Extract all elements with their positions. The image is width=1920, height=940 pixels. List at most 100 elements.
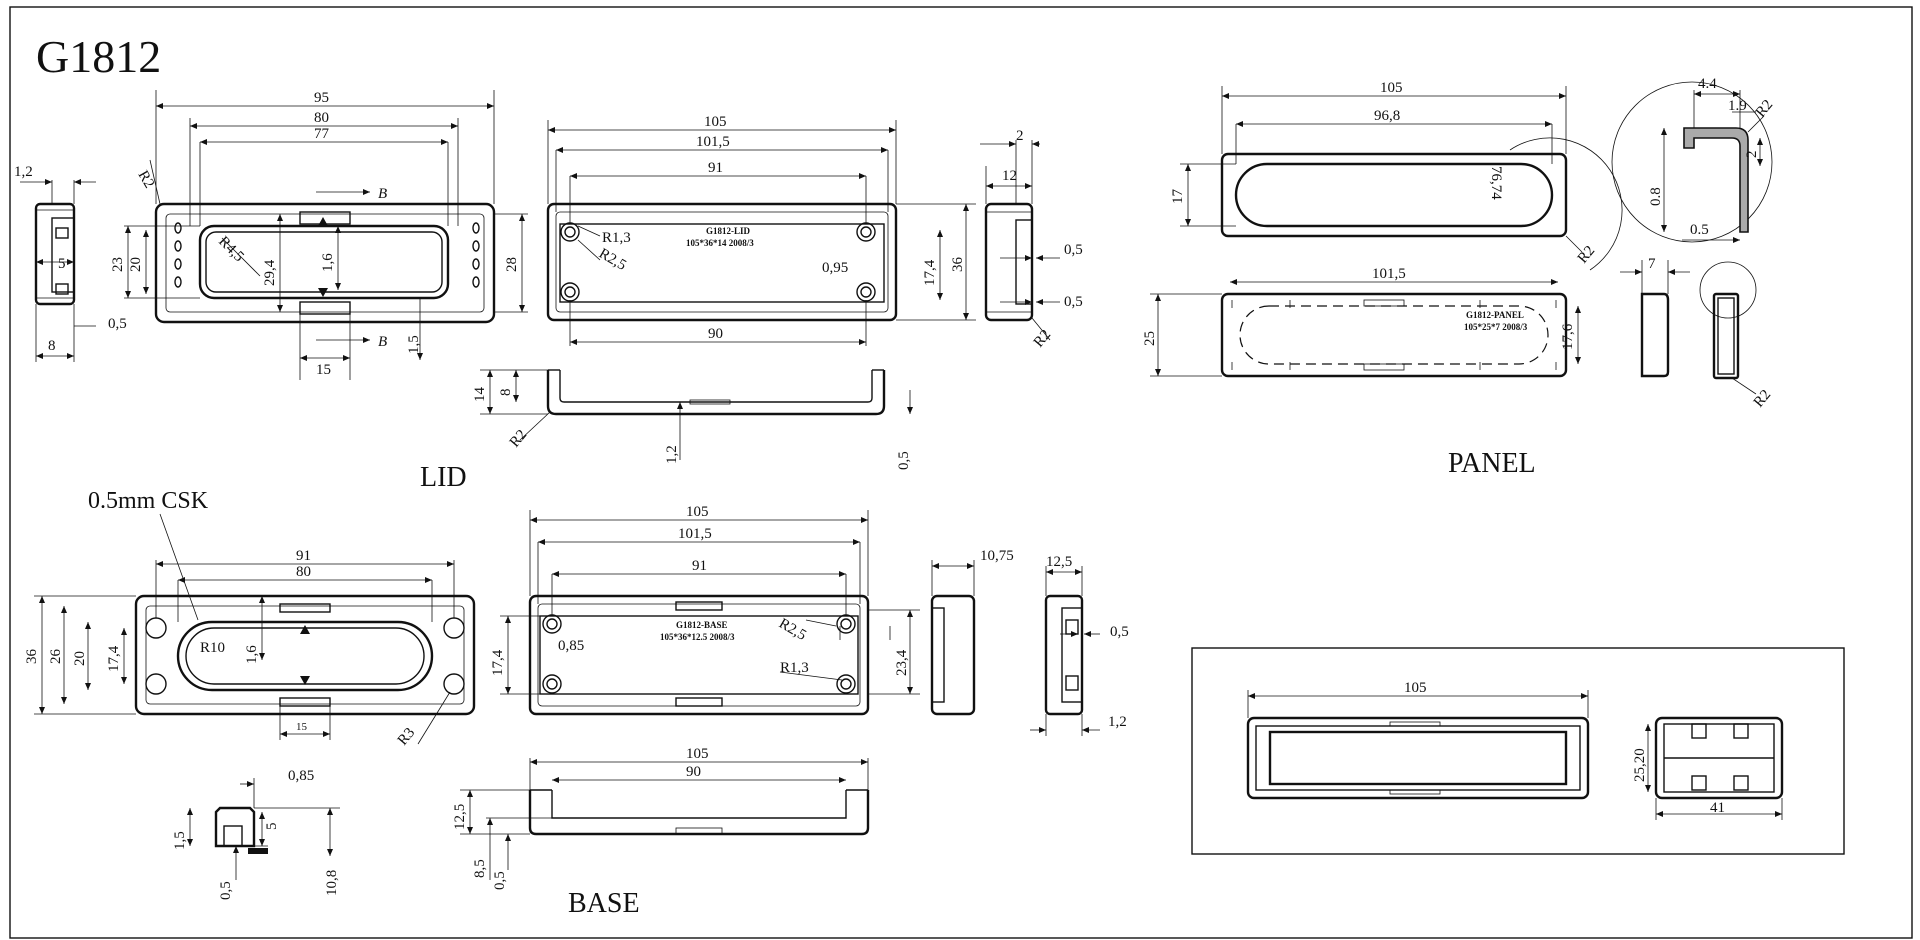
dim-label: 76,74 <box>1488 166 1504 200</box>
lid-side-view: 1,2 5 0,5 8 <box>14 164 127 362</box>
dim-label: 1,2 <box>14 164 33 180</box>
dim-label: 0,5 <box>896 451 912 470</box>
dim-label: 8 <box>498 389 514 397</box>
lid-top-view-2: G1812-LID 105*36*14 2008/3 105 101,5 91 … <box>546 114 976 346</box>
dim-label: 17,4 <box>106 645 122 672</box>
part-label: G1812-PANEL <box>1466 310 1524 320</box>
dim-label: 90 <box>708 326 723 342</box>
dim-label: 7 <box>1648 256 1656 272</box>
dim-label: 96,8 <box>1374 108 1400 124</box>
dim-label: 1,5 <box>406 335 422 354</box>
dim-label: 105 <box>704 114 727 130</box>
dim-label: 77 <box>314 126 330 142</box>
dim-label: 0,5 <box>492 871 508 890</box>
dim-label: 14 <box>472 387 488 403</box>
section-marker: B <box>378 186 387 202</box>
dim-label: 23 <box>110 257 126 272</box>
dim-label: 26 <box>48 649 64 665</box>
dim-label: 8,5 <box>472 859 488 878</box>
sheet-border <box>9 6 1913 939</box>
dim-label: 1,2 <box>664 445 680 464</box>
dim-label: 0,5 <box>1064 242 1083 258</box>
base-top-view: G1812-BASE 105*36*12.5 2008/3 105 101,5 … <box>490 504 920 716</box>
dim-label: 101,5 <box>678 526 712 542</box>
dim-label: 8 <box>48 338 56 354</box>
dim-label: 0.8 <box>1648 187 1664 206</box>
dim-label: 12,5 <box>1046 554 1072 570</box>
dim-label: 12 <box>1002 168 1017 184</box>
dim-label: 91 <box>708 160 723 176</box>
csk-note: 0.5mm CSK <box>88 488 209 514</box>
dim-label: 25 <box>1142 331 1158 346</box>
dim-label: 95 <box>314 90 329 106</box>
dim-label: 80 <box>296 564 311 580</box>
base-section: BASE 0.5mm CSK 91 80 <box>24 488 1129 919</box>
dim-label: 10,8 <box>324 870 340 896</box>
panel-end-detail: R2 <box>1699 261 1775 411</box>
base-clip-detail: 0,85 5 1,5 0,5 10,8 <box>172 768 340 900</box>
dim-label: 20 <box>128 257 144 272</box>
dim-label: 36 <box>950 257 966 273</box>
dim-label: 17,6 <box>1560 323 1576 350</box>
dim-label: R2 <box>1575 243 1599 267</box>
dim-label: R1,3 <box>780 660 809 676</box>
dim-label: 15 <box>316 362 331 378</box>
dim-label: 1,5 <box>172 831 188 850</box>
dim-label: 25,20 <box>1632 748 1648 782</box>
base-bottom-view: 91 80 36 26 20 17,4 R10 1,6 15 R3 <box>24 548 476 749</box>
part-spec: 105*36*14 2008/3 <box>686 238 754 248</box>
lid-end-view: 2 12 0,5 0,5 R2 <box>980 128 1083 351</box>
part-spec: 105*25*7 2008/3 <box>1464 322 1528 332</box>
dim-label: 0,85 <box>288 768 314 784</box>
dim-label: 0,85 <box>558 638 584 654</box>
dim-label: R2 <box>1753 97 1777 121</box>
part-label: G1812-LID <box>706 226 751 236</box>
panel-front-view: 105 96,8 17 76,74 R2 <box>1170 80 1623 271</box>
dim-label: R2 <box>507 427 531 451</box>
dim-label: 105 <box>686 504 709 520</box>
dim-label: 1,2 <box>1108 714 1127 730</box>
dim-label: 91 <box>296 548 311 564</box>
section-label-base: BASE <box>568 888 640 919</box>
dim-label: 2 <box>1016 128 1024 144</box>
lid-top-view: 95 80 77 R2 R4,5 23 20 29,4 1,6 <box>110 90 528 380</box>
dim-label: R4,5 <box>215 234 247 266</box>
base-side-section: 105 90 12,5 8,5 0,5 <box>452 746 870 890</box>
dim-label: 10,75 <box>980 548 1014 564</box>
dim-label: 90 <box>686 764 701 780</box>
dim-label: 15 <box>296 721 308 733</box>
dim-label: R2 <box>135 168 158 191</box>
dim-label: 5 <box>58 256 66 272</box>
dim-label: R2,5 <box>596 246 629 274</box>
dim-label: 1,6 <box>244 645 260 664</box>
assembly-view: 105 25,20 41 <box>1191 647 1845 855</box>
dim-label: 0.5 <box>1690 222 1709 238</box>
assembly-frame <box>1191 647 1845 855</box>
dim-label: 5 <box>264 823 280 831</box>
base-end-view-2: 12,5 0,5 1,2 <box>1030 554 1129 736</box>
panel-back-view: G1812-PANEL 105*25*7 2008/3 101,5 25 17,… <box>1142 266 1581 378</box>
dim-label: 17,4 <box>922 259 938 286</box>
dim-label: 0,5 <box>108 316 127 332</box>
dim-label: 28 <box>504 257 520 272</box>
dim-label: 105 <box>1404 680 1427 696</box>
dim-label: 29,4 <box>262 259 278 286</box>
part-label: G1812-BASE <box>676 620 728 630</box>
dim-label: 36 <box>24 649 40 665</box>
panel-corner-detail: 4.4 1.9 R2 2 0.8 0.5 <box>1611 76 1777 243</box>
dim-label: 20 <box>72 651 88 666</box>
dim-label: 1.9 <box>1728 98 1747 114</box>
dim-label: R1,3 <box>602 230 631 246</box>
section-label-panel: PANEL <box>1448 448 1536 479</box>
dim-label: 0,5 <box>1110 624 1129 640</box>
drawing-title: G1812 <box>36 31 161 82</box>
dim-label: 1,6 <box>320 253 336 272</box>
dim-label: 0,95 <box>822 260 848 276</box>
dim-label: R2 <box>1031 327 1055 351</box>
dim-label: R2,5 <box>776 616 809 644</box>
part-spec: 105*36*12.5 2008/3 <box>660 632 735 642</box>
section-label-lid: LID <box>420 462 467 493</box>
dim-label: 2 <box>1744 151 1760 159</box>
dim-label: R2 <box>1751 387 1775 411</box>
lid-section: LID 1,2 5 0,5 8 <box>14 90 1083 493</box>
